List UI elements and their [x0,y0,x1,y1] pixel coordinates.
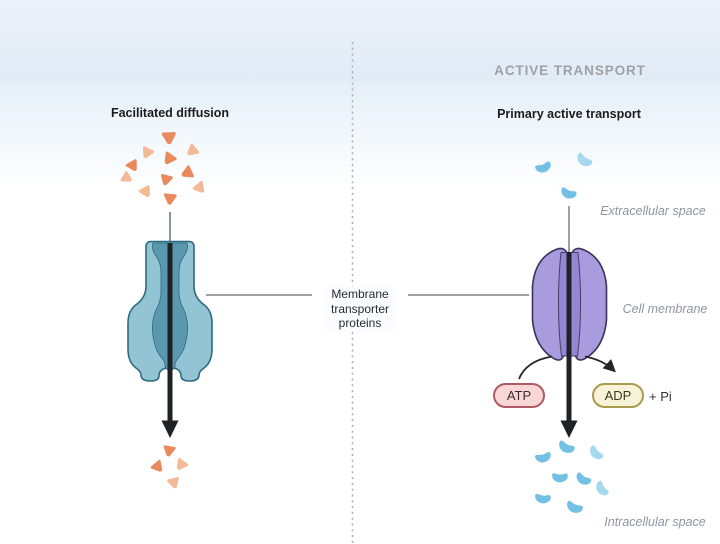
transporter-label-line1: Membrane [331,287,389,301]
atp-input-curve [518,355,553,380]
solute-molecule-icon [166,476,182,490]
solute-molecule-icon [192,180,209,197]
phosphate-label: + Pi [649,389,672,404]
solute-molecule-icon [120,170,135,186]
adp-output-curve [584,355,616,373]
solute-molecule-icon [138,184,154,200]
facilitated-solutes-extracellular [120,132,209,206]
adp-label: ADP [604,388,632,403]
solute-molecule-icon [163,193,177,206]
atp-badge: ATP [493,383,545,408]
facilitated-diffusion-arrow [161,243,179,438]
solute-molecule-icon [161,132,177,145]
ion-molecule-icon [565,500,584,515]
ion-molecule-icon [534,158,553,176]
ion-molecule-icon [574,152,595,169]
arrow-head [161,420,179,438]
extracellular-space-label: Extracellular space [600,204,706,218]
transporter-label-line2: transporter [330,301,390,316]
cell-membrane-label: Cell membrane [622,302,708,316]
solute-molecule-icon [158,173,174,187]
solute-molecule-icon [150,459,167,476]
facilitated-solutes-intracellular [150,445,189,490]
atp-label: ATP [506,388,532,403]
adp-badge: ADP [592,383,644,408]
ion-molecule-icon [574,471,593,487]
solute-molecule-icon [172,457,189,473]
ion-molecule-icon [534,449,553,466]
ion-molecule-icon [557,440,576,455]
ion-molecule-icon [560,186,578,200]
active-transport-arrow [560,252,578,438]
membrane-transporter-proteins-label: Membrane transporter proteins [325,286,395,332]
arrow-head [560,420,578,438]
ion-molecule-icon [551,470,569,484]
transporter-label-line3: proteins [338,316,382,330]
ion-molecule-icon [586,444,606,462]
solute-molecule-icon [179,165,195,182]
active-solutes-intracellular [534,440,612,515]
solute-molecule-icon [160,151,178,168]
facilitated-diffusion-title: Facilitated diffusion [110,106,230,120]
lipid-tails-background [0,0,720,82]
ion-molecule-icon [592,479,612,499]
ion-molecule-icon [534,492,552,505]
solute-molecule-icon [162,445,176,458]
active-transport-header: ACTIVE TRANSPORT [494,63,646,78]
intracellular-space-label: Intracellular space [604,515,706,529]
solute-molecule-icon [183,143,200,160]
primary-active-transport-title: Primary active transport [497,107,641,121]
solute-molecule-icon [125,158,141,174]
active-solutes-extracellular [534,152,595,200]
solute-molecule-icon [139,145,155,161]
